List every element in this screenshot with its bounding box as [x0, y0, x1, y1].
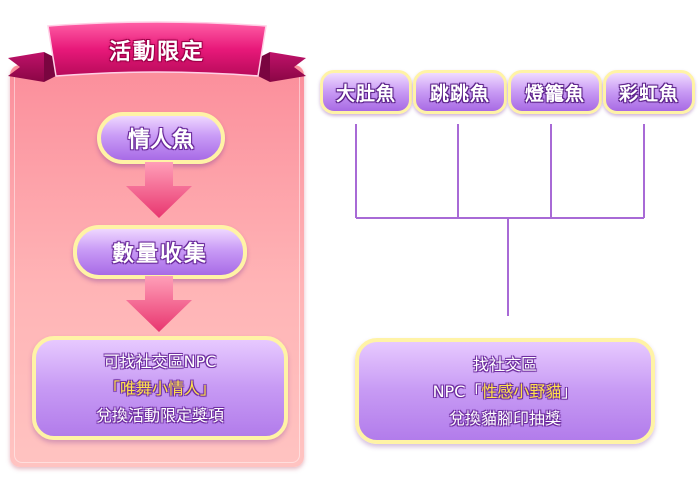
reward-line-1: 可找社交區NPC: [103, 351, 217, 371]
reward-line-2: 「唯舞小情人」: [103, 378, 216, 398]
exchange-line-2: NPC「性感小野貓」: [433, 378, 578, 405]
valentine-fish-label: 情人魚: [127, 128, 194, 153]
quantity-collect-label: 數量收集: [111, 242, 208, 267]
fish-tag-label: 跳跳魚: [429, 82, 490, 105]
fish-tag-bigbelly: 大肚魚: [320, 70, 412, 114]
exchange-npc-text: NPC「性感小野貓」: [432, 381, 578, 401]
fish-tag-mudskipper: 跳跳魚: [413, 70, 507, 114]
fish-tag-label: 燈籠魚: [524, 82, 585, 105]
event-reward-box: 可找社交區NPC 「唯舞小情人」 兌換活動限定獎項: [32, 336, 288, 440]
down-arrow-icon: [126, 162, 192, 218]
valentine-fish-button: 情人魚: [97, 112, 225, 164]
event-ribbon: 活動限定: [8, 18, 306, 88]
event-title: 活動限定: [108, 40, 205, 65]
quantity-collect-button: 數量收集: [73, 225, 247, 279]
exchange-line-3: 兌換貓腳印抽獎: [448, 408, 561, 428]
fish-tag-label: 彩虹魚: [618, 82, 679, 105]
exchange-box: 找社交區 NPC「性感小野貓」 兌換貓腳印抽獎: [355, 338, 655, 444]
fish-tag-lantern: 燈籠魚: [508, 70, 602, 114]
exchange-line-1: 找社交區: [472, 354, 537, 374]
fish-tag-label: 大肚魚: [335, 82, 396, 105]
fish-tag-rainbow: 彩虹魚: [603, 70, 695, 114]
ribbon-shape: [8, 21, 306, 82]
down-arrow-icon: [126, 276, 192, 332]
reward-line-3: 兌換活動限定獎項: [95, 405, 224, 425]
